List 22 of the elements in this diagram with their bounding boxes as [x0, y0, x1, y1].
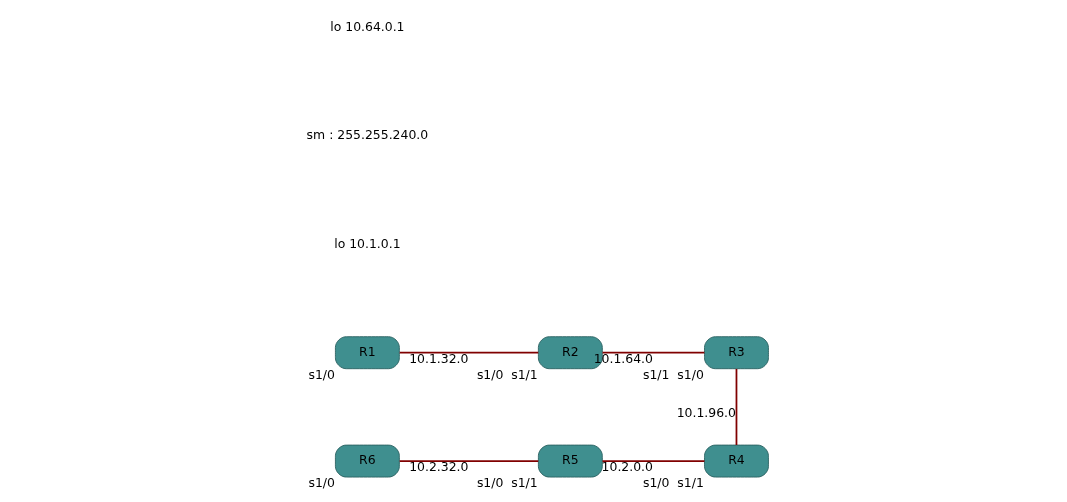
connector: [398, 351, 540, 354]
label: lo 10.64.0.1: [330, 18, 405, 34]
edge-label: 10.2.0.0: [601, 459, 653, 475]
node-box: R4: [704, 444, 769, 478]
edge-label: 10.2.32.0: [409, 459, 469, 475]
label: lo 10.1.0.1: [334, 235, 401, 251]
connector: [398, 460, 540, 462]
node-label: s1/0: [308, 475, 335, 491]
node-label: s1/0 s1/1: [476, 366, 538, 382]
node-label: s1/1 s1/0: [642, 366, 704, 382]
label: sm : 255.255.240.0: [306, 127, 429, 143]
connector: [601, 460, 706, 462]
node-box: R3: [704, 336, 769, 370]
node-label: s1/0 s1/1: [642, 475, 704, 491]
connector: [735, 368, 738, 446]
node-box: R6: [334, 444, 400, 478]
node-label: s1/0 s1/1: [476, 475, 538, 491]
edge-label: 10.1.32.0: [409, 350, 469, 366]
node-box: R1: [334, 336, 400, 370]
node-box: R5: [537, 444, 603, 478]
node-label: s1/0: [308, 366, 335, 382]
edge-label: 10.1.96.0: [676, 404, 736, 420]
